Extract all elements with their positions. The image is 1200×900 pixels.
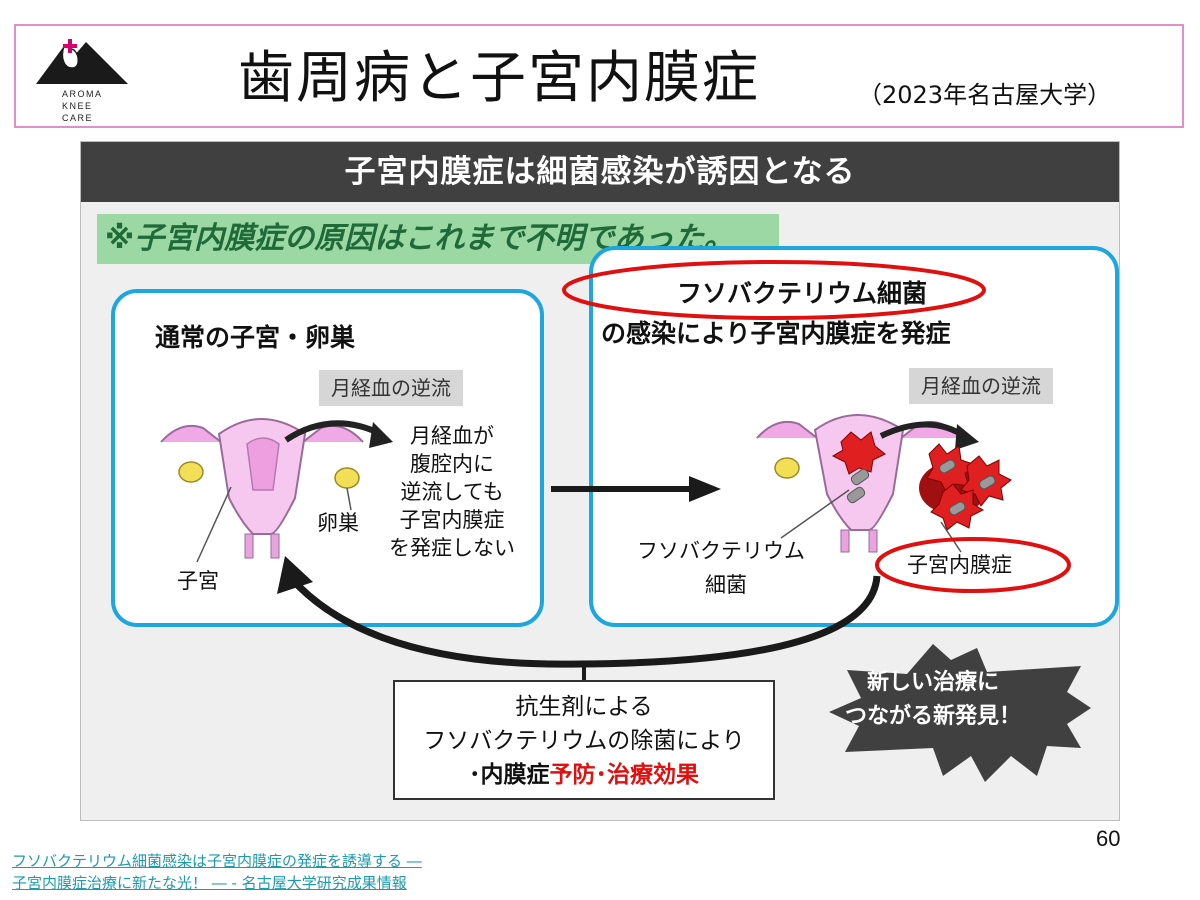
figure-banner: 子宮内膜症は細菌感染が誘因となる — [81, 142, 1119, 202]
right-panel-heading-line1: フソバクテリウム細菌 — [677, 279, 928, 308]
left-panel-explanation: 月経血が 腹腔内に 逆流しても 子宮内膜症 を発症しない — [377, 422, 527, 562]
left-panel-heading: 通常の子宮・卵巣 — [155, 323, 356, 352]
progression-arrow — [551, 476, 721, 502]
endometriosis-highlight-oval — [875, 537, 1071, 593]
bacteria-label-line2: 細菌 — [705, 573, 747, 597]
logo: AROMA KNEE CARE — [34, 32, 130, 124]
right-panel-heading-line2: の感染により子宮内膜症を発症 — [601, 319, 951, 348]
normal-uterus-panel — [111, 289, 544, 627]
left-body-line: 月経血が — [410, 424, 494, 448]
source-link-line2[interactable]: 子宮内膜症治療に新たな光！ ― - 名古屋大学研究成果情報 — [12, 874, 407, 892]
slide-header: AROMA KNEE CARE 歯周病と子宮内膜症 （2023年名古屋大学） — [14, 24, 1184, 128]
logo-line-knee: KNEE — [62, 101, 93, 111]
new-discovery-text: 新しい治療に つながる新発見！ — [833, 666, 1033, 734]
treatment-line2: フソバクテリウムの除菌により — [423, 728, 745, 754]
logo-line-aroma: AROMA — [62, 89, 103, 99]
page-number: 60 — [1096, 826, 1121, 851]
burst-line2: つながる新発見！ — [844, 704, 1021, 729]
treatment-box: 抗生剤による フソバクテリウムの除菌により ･内膜症予防･治療効果 — [393, 680, 775, 800]
left-body-line: 逆流しても — [400, 480, 504, 504]
new-discovery-burst-icon — [829, 644, 1091, 782]
return-arrow — [277, 556, 881, 682]
research-figure: 子宮内膜症は細菌感染が誘因となる ※子宮内膜症の原因はこれまで不明であった。 通… — [80, 141, 1120, 821]
right-uterus-illustration — [756, 414, 1012, 553]
burst-line1: 新しい治療に — [866, 670, 999, 695]
diagram-graphics — [160, 260, 1091, 782]
source-link-line1[interactable]: フソバクテリウム細菌感染は子宮内膜症の発症を誘導する ― — [12, 852, 422, 870]
treatment-highlight: 予防･治療効果 — [549, 762, 700, 788]
bacteria-highlight-oval — [562, 260, 986, 320]
left-retrograde-tag: 月経血の逆流 — [319, 370, 463, 406]
treatment-line1: 抗生剤による — [515, 694, 653, 720]
mountain-logo-icon — [36, 39, 128, 84]
ovary-label: 卵巣 — [317, 511, 359, 535]
logo-text: AROMA KNEE CARE — [62, 88, 103, 124]
left-body-line: 子宮内膜症 — [399, 508, 505, 532]
bacteria-label-line1: フソバクテリウム — [637, 539, 805, 563]
left-body-line: 腹腔内に — [410, 452, 494, 476]
right-retrograde-tag: 月経血の逆流 — [909, 368, 1053, 404]
logo-line-care: CARE — [62, 113, 94, 123]
uterus-label: 子宮 — [177, 569, 219, 593]
left-uterus-illustration — [160, 418, 393, 563]
page-title: 歯周病と子宮内膜症 — [238, 46, 760, 111]
treatment-line3-prefix: ･内膜症 — [469, 762, 550, 788]
endometriosis-label: 子宮内膜症 — [907, 553, 1012, 577]
treatment-line3: ･内膜症予防･治療効果 — [395, 758, 773, 792]
left-body-line: を発症しない — [389, 536, 515, 560]
page-subtitle: （2023年名古屋大学） — [858, 81, 1112, 109]
